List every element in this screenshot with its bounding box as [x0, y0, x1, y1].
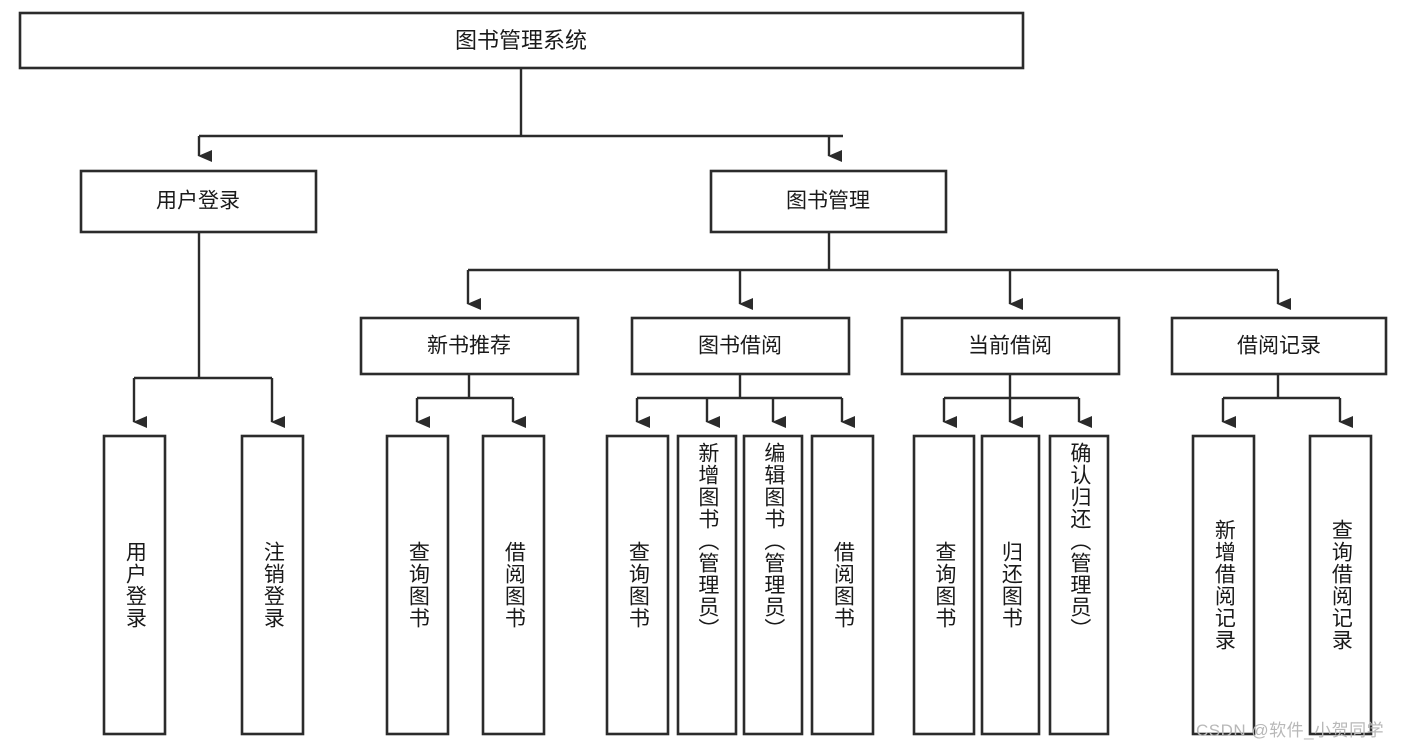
connector-borrowrecord-to-leaves — [1221, 374, 1353, 428]
connector-root-to-level2 — [197, 68, 843, 162]
node-book-borrow[interactable]: 图书借阅 — [630, 316, 851, 376]
node-user-login[interactable]: 用户登录 — [79, 169, 318, 234]
node-book-manage-label: 图书管理 — [786, 190, 870, 213]
node-leaf-edit-book[interactable] — [742, 434, 804, 736]
node-leaf-borrow-book-1[interactable] — [481, 434, 546, 736]
node-leaf-add-book[interactable] — [676, 434, 738, 736]
node-leaf-user-login[interactable] — [102, 434, 167, 736]
node-user-login-label: 用户登录 — [156, 190, 240, 213]
node-book-manage[interactable]: 图书管理 — [709, 169, 948, 234]
node-new-book-rec[interactable]: 新书推荐 — [359, 316, 580, 376]
node-leaf-return-book[interactable] — [980, 434, 1041, 736]
connector-userlogin-to-leaves — [132, 232, 285, 428]
node-borrow-record[interactable]: 借阅记录 — [1170, 316, 1388, 376]
csdn-watermark: CSDN @软件_小贺同学 — [1196, 721, 1385, 740]
node-leaf-query-book-2[interactable] — [605, 434, 670, 736]
connector-currentborrow-to-leaves — [942, 374, 1092, 428]
node-leaf-user-logout[interactable] — [240, 434, 305, 736]
node-borrow-record-label: 借阅记录 — [1237, 335, 1321, 358]
node-book-borrow-label: 图书借阅 — [698, 335, 782, 358]
connector-bookborrow-to-leaves — [635, 374, 855, 428]
node-leaf-add-record[interactable] — [1191, 434, 1256, 736]
node-root-label: 图书管理系统 — [455, 28, 587, 53]
node-leaf-query-book-3[interactable] — [912, 434, 976, 736]
node-new-book-rec-label: 新书推荐 — [427, 335, 511, 358]
node-current-borrow[interactable]: 当前借阅 — [900, 316, 1121, 376]
node-root[interactable]: 图书管理系统 — [18, 11, 1025, 70]
node-leaf-query-record[interactable] — [1308, 434, 1373, 736]
node-leaf-query-book-1[interactable] — [385, 434, 450, 736]
connector-bookmanage-to-level3 — [466, 232, 1291, 310]
connector-newbook-to-leaves — [415, 374, 526, 428]
node-leaf-borrow-book-2[interactable] — [810, 434, 875, 736]
node-current-borrow-label: 当前借阅 — [968, 335, 1052, 358]
node-leaf-confirm-return[interactable] — [1048, 434, 1110, 736]
